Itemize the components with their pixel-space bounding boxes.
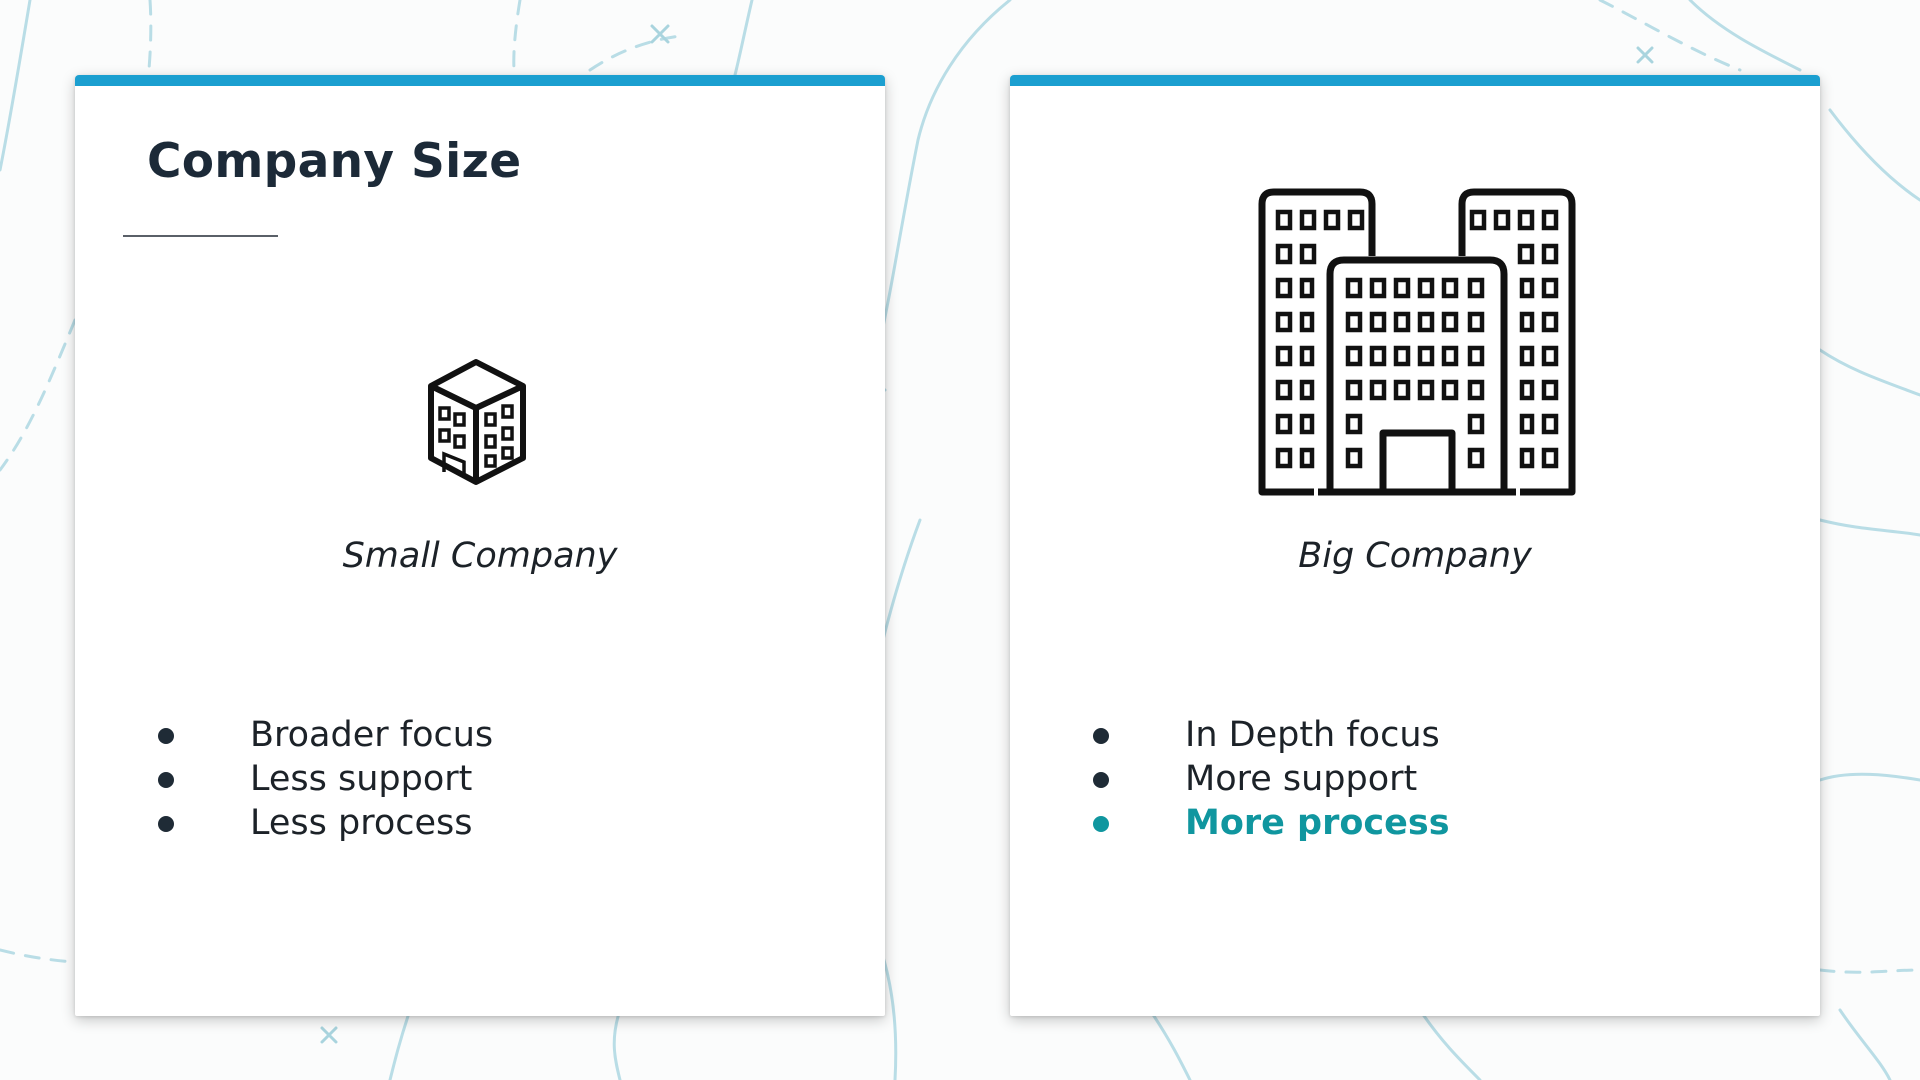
big-company-caption: Big Company — [1298, 536, 1532, 576]
page-title: Company Size — [147, 134, 522, 189]
bullet-icon — [158, 816, 174, 832]
list-item-highlighted: More process — [1093, 801, 1450, 845]
small-company-bullets: Broader focus Less support Less process — [158, 713, 493, 845]
title-divider — [123, 235, 278, 237]
list-item: Less support — [158, 757, 493, 801]
bullet-icon — [1093, 772, 1109, 788]
small-company-card: Company Size Small Company Broader focus… — [75, 75, 885, 1016]
small-company-caption: Small Company — [342, 536, 618, 576]
big-company-card: Big Company In Depth focus More support … — [1010, 75, 1820, 1016]
bullet-icon — [1093, 816, 1109, 832]
office-buildings-icon — [1258, 188, 1576, 496]
big-company-bullets: In Depth focus More support More process — [1093, 713, 1450, 845]
list-item: More support — [1093, 757, 1450, 801]
list-item: In Depth focus — [1093, 713, 1450, 757]
bullet-icon — [158, 728, 174, 744]
list-item: Less process — [158, 801, 493, 845]
bullet-icon — [158, 772, 174, 788]
bullet-icon — [1093, 728, 1109, 744]
list-item: Broader focus — [158, 713, 493, 757]
small-building-icon — [428, 359, 526, 485]
